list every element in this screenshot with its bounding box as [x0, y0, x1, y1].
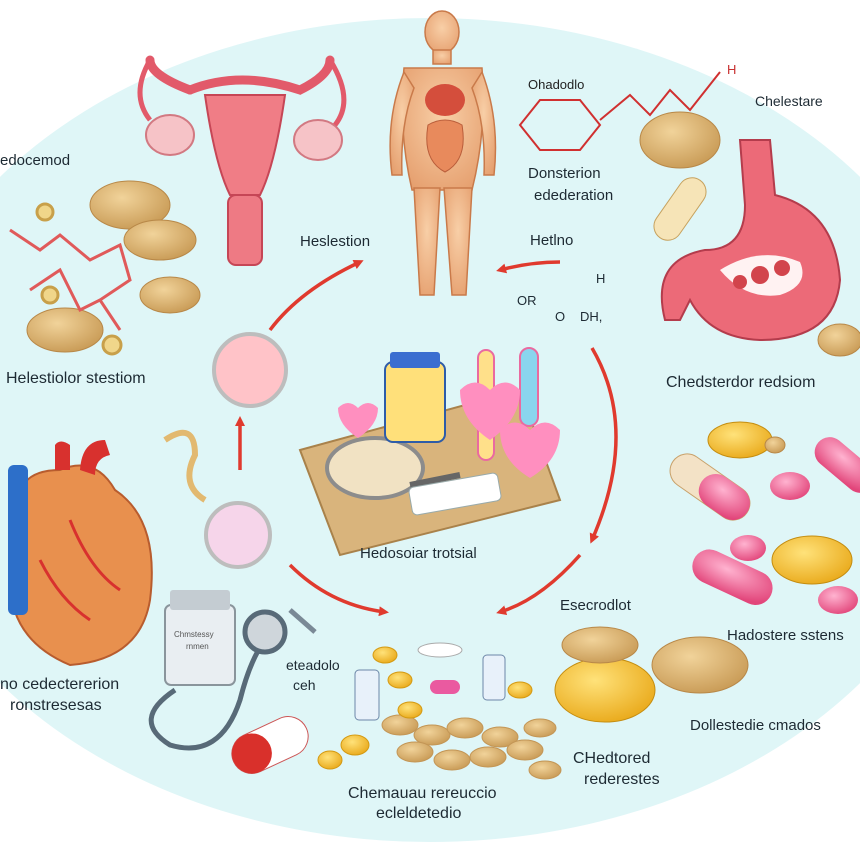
label-cholesterol-top: Chelestare	[755, 93, 823, 109]
label-molecule-h: H	[596, 271, 606, 286]
tan-pills-top-right	[639, 111, 860, 357]
capsule-icon-top-right	[653, 177, 707, 241]
small-vials	[354, 642, 506, 721]
heart-icon	[8, 440, 153, 667]
label-molecule-title: Hetlno	[530, 232, 574, 249]
arrow-top-right	[496, 260, 561, 274]
capsule-icon-pink	[669, 437, 860, 614]
gold-capsules-right	[554, 421, 853, 723]
label-top-arrow: Heslestion	[300, 233, 371, 250]
label-bottle-2: rnmen	[186, 642, 209, 651]
label-chem-caption-1: Donsterion	[528, 165, 601, 182]
cell-icon	[204, 332, 288, 569]
label-molecule-or: OR	[517, 293, 537, 308]
tan-pills-bottom-right	[561, 436, 786, 694]
label-chem-title: Ohadodlo	[528, 77, 585, 92]
molecule-icon-top	[518, 71, 721, 151]
label-bottle-1: Chmstessy	[174, 630, 214, 639]
small-artery	[163, 429, 207, 503]
label-stethoscope-1: eteadolo	[286, 657, 340, 673]
arrow-bottom-right	[496, 553, 582, 616]
arrow-right-down	[589, 347, 618, 544]
cycle-arrows	[235, 260, 618, 617]
stomach-icon	[660, 139, 842, 342]
label-pills-right: Hadostere sstens	[727, 627, 844, 644]
label-bottom-mid-2: rederestes	[584, 771, 660, 788]
stethoscope-icon	[148, 608, 317, 751]
tablet-pile	[381, 714, 562, 780]
label-chem-caption-2: edederation	[534, 187, 614, 204]
label-chem-h: H	[727, 62, 737, 77]
label-bottom-1: Chemauau rereuccio	[348, 785, 497, 802]
lab-scene	[298, 347, 562, 557]
gold-tablets	[317, 646, 533, 770]
label-ovary: edocemod	[0, 152, 71, 169]
arrow-bottom-left	[288, 563, 389, 617]
label-stethoscope-2: ceh	[293, 677, 316, 693]
cell-network	[9, 202, 132, 356]
label-capsule: Esecrodlot	[560, 597, 631, 614]
arrow-top-left	[268, 260, 364, 332]
label-bottom-mid-1: CHedtored	[573, 750, 651, 767]
label-molecule-dh: DH,	[580, 309, 603, 324]
label-stomach: Chedsterdor redsiom	[666, 374, 816, 391]
capsule-icon-red	[231, 716, 309, 774]
label-heart-1: no cedectererion	[0, 676, 120, 693]
medicine-bottle-icon	[384, 361, 446, 443]
tan-pills-left	[26, 180, 201, 353]
label-bottom-right: Dollestedie cmados	[690, 717, 821, 734]
medicine-bottle-icon	[164, 590, 236, 686]
label-heart-2: ronstresesas	[10, 697, 102, 714]
label-center: Hedosoiar trotsial	[360, 545, 477, 562]
uterus-icon	[137, 55, 347, 266]
organs	[425, 84, 465, 173]
label-fat-tissue: Helestiolor stestiom	[6, 370, 146, 387]
label-molecule-o: O	[555, 309, 566, 324]
label-bottom-2: ecleldetedio	[376, 805, 462, 822]
